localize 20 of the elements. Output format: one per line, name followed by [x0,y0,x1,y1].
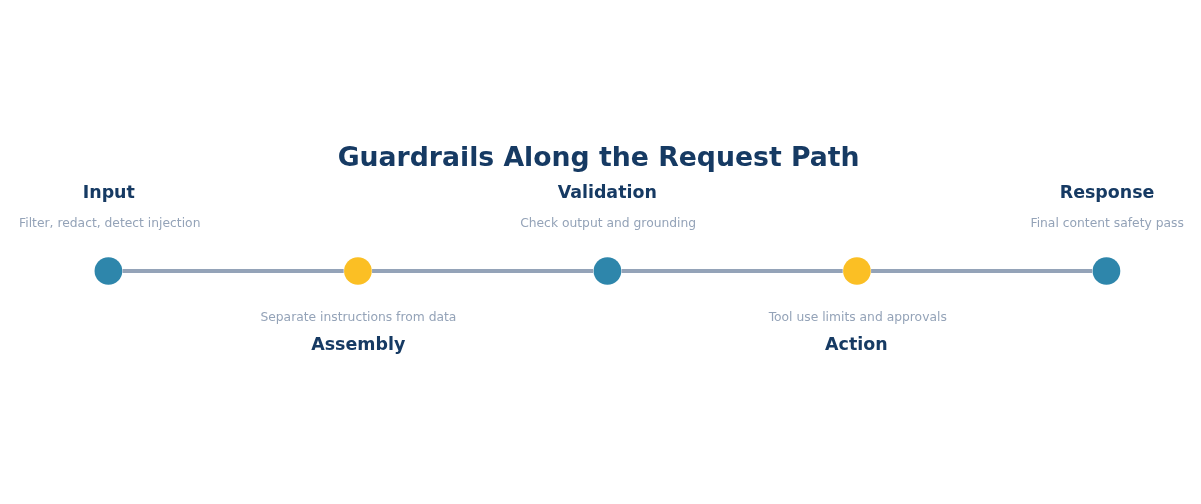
node-label: Action [825,334,888,355]
node-label: Validation [557,182,657,203]
node-label: Separate instructions from data [260,310,457,325]
node-label: Final content safety pass [1030,215,1184,230]
node-circle [94,257,123,285]
connector [871,268,1093,274]
node-label: Response [1059,182,1155,203]
node-label: Filter, redact, detect injection [19,215,201,230]
connector [122,268,344,274]
node-label: Input [82,182,135,203]
node-label: Check output and grounding [520,215,697,230]
node-circle [1092,257,1121,285]
node-label: Tool use limits and approvals [768,310,947,325]
connector [372,268,594,274]
node-label: Assembly [311,334,406,355]
node-circle [344,257,372,285]
node-circle [593,257,622,285]
node-circle [843,257,871,285]
diagram-title: Guardrails Along the Request Path [337,140,860,172]
connector [621,268,843,274]
